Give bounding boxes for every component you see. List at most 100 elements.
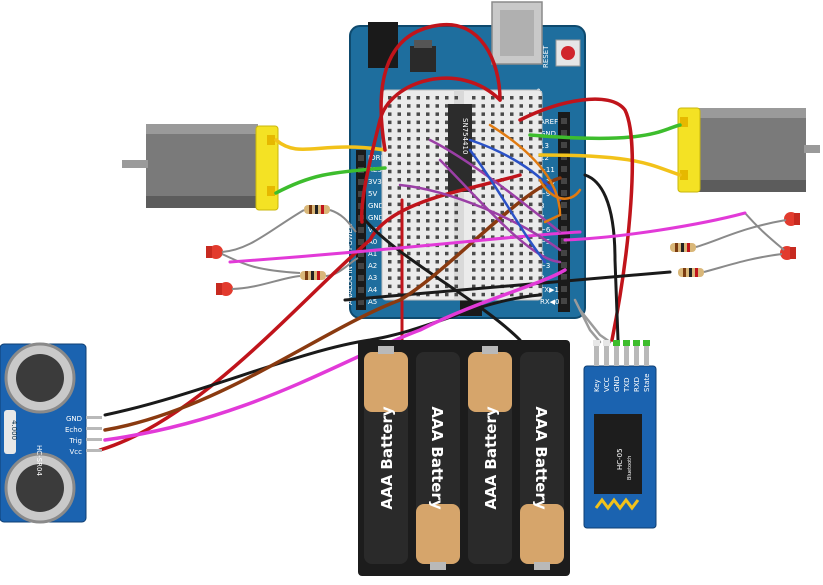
wire-magenta-led-left	[228, 230, 582, 264]
header-socket	[358, 239, 364, 245]
breadboard-hole	[397, 202, 401, 207]
breadboard-hole	[519, 169, 523, 174]
breadboard-hole	[416, 153, 420, 157]
led-left-top	[206, 245, 223, 259]
breadboard-hole	[529, 243, 533, 248]
breadboard-hole	[397, 284, 401, 289]
breadboard-hole	[529, 210, 533, 215]
pin-label: GND	[368, 202, 384, 210]
bt-sub: Bluetooth	[627, 456, 633, 480]
breadboard-hole	[407, 210, 411, 215]
breadboard-hole	[510, 169, 514, 174]
breadboard-hole	[491, 153, 495, 157]
ultrasonic-pin	[86, 449, 102, 452]
breadboard-hole	[407, 96, 411, 100]
breadboard-hole	[519, 243, 523, 248]
breadboard-hole	[426, 128, 430, 133]
wire-grey-rx	[578, 308, 612, 344]
wire-orange-1	[488, 123, 562, 224]
header-socket	[561, 178, 567, 184]
header-socket	[561, 214, 567, 220]
breadboard-hole	[529, 202, 533, 207]
ultrasonic-pin	[86, 416, 102, 419]
breadboard-hole	[388, 153, 392, 157]
header-socket	[561, 166, 567, 172]
ultrasonic-pin	[86, 427, 102, 430]
breadboard-hole	[454, 227, 458, 231]
breadboard-hole	[519, 268, 523, 272]
breadboard-hole	[407, 260, 411, 264]
breadboard-hole	[519, 96, 523, 100]
breadboard-hole	[454, 194, 458, 198]
bt-pin	[644, 344, 649, 366]
header-socket	[561, 286, 567, 292]
breadboard-hole	[529, 161, 533, 166]
breadboard-hole	[454, 284, 458, 289]
led-left-bottom	[216, 282, 233, 296]
breadboard-hole	[445, 137, 449, 141]
breadboard-hole	[538, 219, 542, 223]
breadboard-hole	[407, 251, 411, 256]
breadboard-hole	[519, 219, 523, 223]
breadboard-hole	[472, 284, 476, 289]
breadboard-hole	[388, 120, 392, 125]
breadboard-hole	[454, 202, 458, 207]
breadboard-hole	[407, 137, 411, 141]
breadboard-hole	[500, 202, 504, 207]
breadboard-hole	[491, 186, 495, 190]
bt-pin-label: Key	[593, 379, 601, 392]
breadboard-hole	[426, 169, 430, 174]
header-socket	[561, 202, 567, 208]
breadboard-hole	[416, 219, 420, 223]
breadboard-hole	[416, 178, 420, 182]
breadboard-hole	[519, 276, 523, 280]
breadboard-hole	[472, 169, 476, 174]
breadboard-hole	[481, 186, 485, 190]
breadboard-hole	[454, 251, 458, 256]
breadboard-hole	[510, 104, 514, 108]
breadboard-hole	[510, 120, 514, 125]
breadboard-hole	[426, 186, 430, 190]
breadboard-hole	[500, 243, 504, 248]
bt-pin	[594, 344, 599, 366]
breadboard-hole	[529, 186, 533, 190]
breadboard-hole	[500, 268, 504, 272]
battery-cell: AAA Battery	[520, 352, 564, 570]
breadboard-hole	[481, 268, 485, 272]
breadboard-hole	[454, 292, 458, 297]
breadboard-hole	[472, 219, 476, 223]
pin-label: AREF	[540, 118, 558, 126]
breadboard-hole	[416, 235, 420, 239]
breadboard-hole	[529, 251, 533, 256]
battery-cell-label: AAA Battery	[378, 406, 396, 510]
breadboard-hole	[538, 104, 542, 108]
breadboard-hole	[472, 276, 476, 280]
breadboard-hole	[491, 243, 495, 248]
breadboard-hole	[491, 227, 495, 231]
breadboard-hole	[472, 161, 476, 166]
breadboard-hole	[407, 227, 411, 231]
breadboard-hole	[388, 276, 392, 280]
breadboard-hole	[529, 178, 533, 182]
breadboard-hole	[445, 227, 449, 231]
wire-blue-2	[468, 148, 547, 264]
breadboard-hole	[510, 251, 514, 256]
breadboard-hole	[529, 104, 533, 108]
breadboard-hole	[397, 251, 401, 256]
breadboard-hole	[426, 227, 430, 231]
header-socket	[561, 118, 567, 124]
breadboard-hole	[481, 178, 485, 182]
breadboard-hole	[481, 284, 485, 289]
pin-label: A1	[368, 250, 377, 258]
breadboard-hole	[397, 128, 401, 133]
breadboard-hole	[435, 260, 439, 264]
breadboard-hole	[481, 251, 485, 256]
breadboard-hole	[538, 194, 542, 198]
breadboard-hole	[491, 194, 495, 198]
breadboard-hole	[481, 227, 485, 231]
breadboard-hole	[397, 96, 401, 100]
breadboard-hole	[500, 145, 504, 149]
breadboard-hole	[416, 96, 420, 100]
pin-label: 3V3	[368, 178, 382, 186]
